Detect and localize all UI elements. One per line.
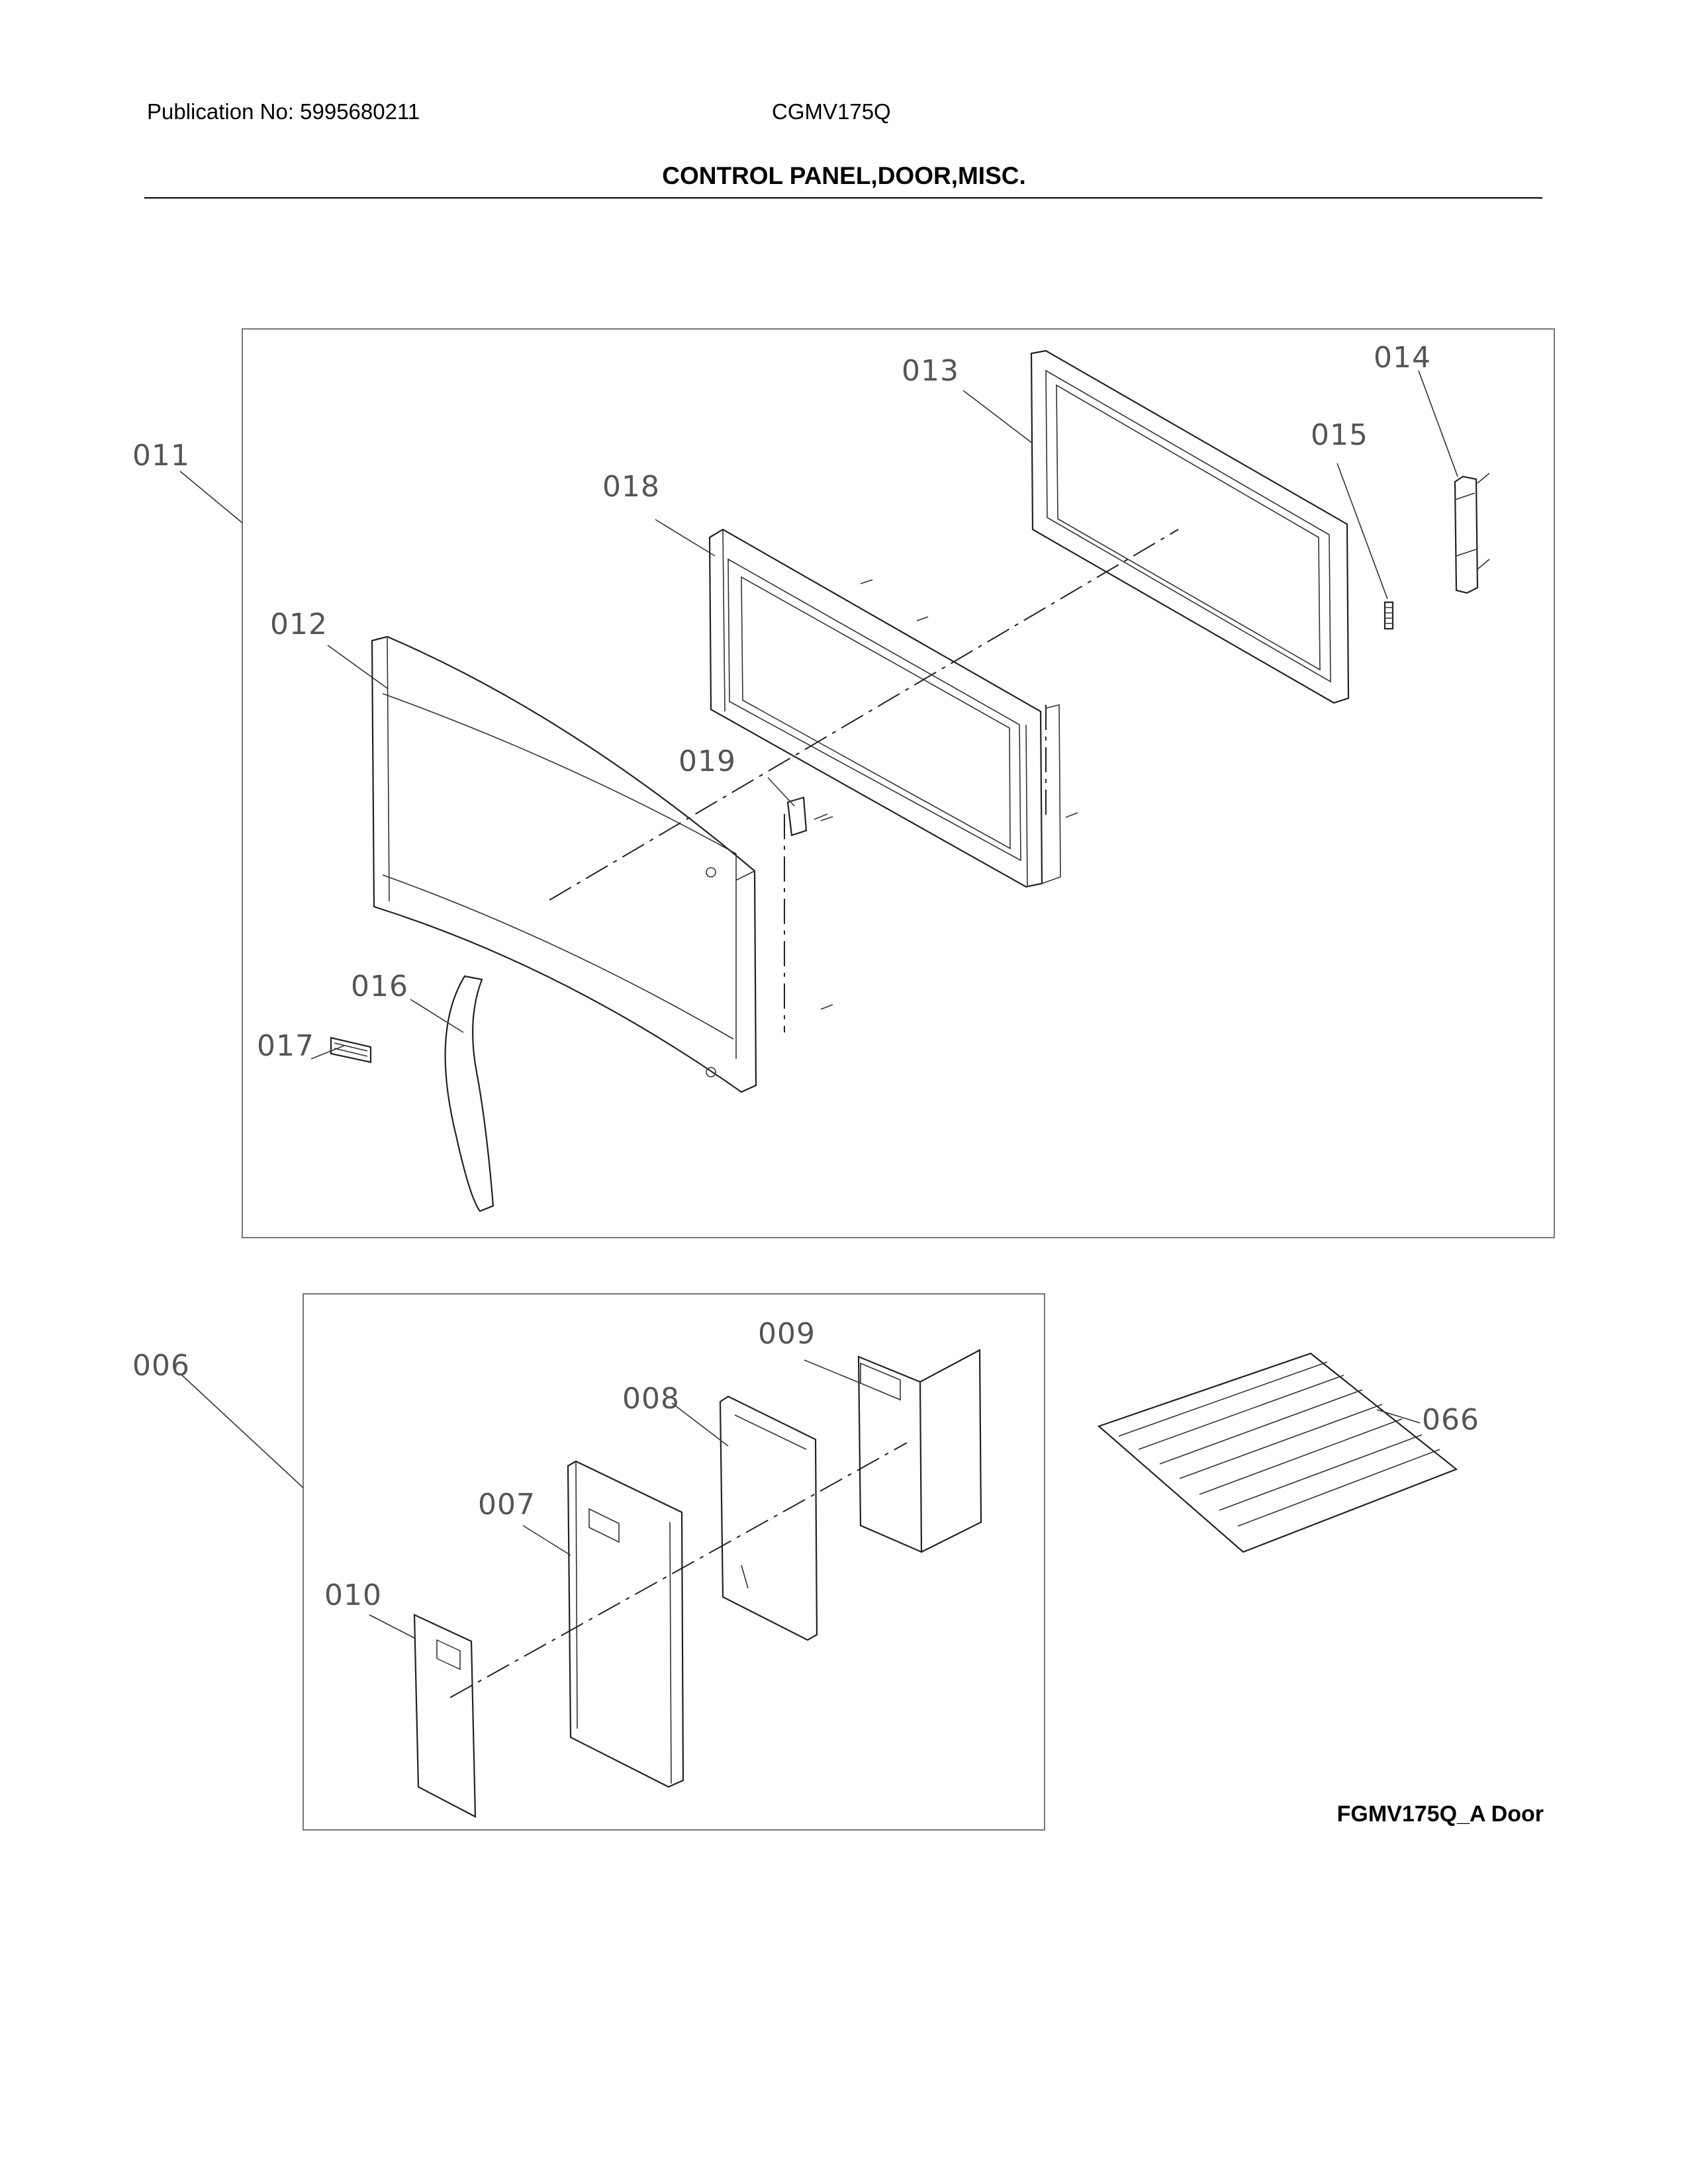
- callout-009: 009: [758, 1317, 816, 1351]
- control-assembly-lines: [449, 1442, 908, 1698]
- model-number: CGMV175Q: [772, 99, 891, 124]
- callout-007: 007: [478, 1488, 536, 1522]
- hinge-part: [1454, 473, 1490, 594]
- control-section-frame: [303, 1293, 1045, 1831]
- callout-018: 018: [602, 470, 660, 504]
- door-choke-frame: [1030, 349, 1350, 704]
- door-section-frame: [242, 328, 1555, 1238]
- badge-part: [330, 1036, 372, 1064]
- control-frame-part: [567, 1460, 684, 1788]
- callout-014: 014: [1374, 341, 1431, 375]
- diagram-caption: FGMV175Q_A Door: [1336, 1801, 1544, 1827]
- title-rule: [144, 197, 1542, 199]
- control-bracket: [719, 1395, 818, 1641]
- inner-door-panel: [708, 528, 1061, 888]
- callout-017: 017: [257, 1029, 314, 1063]
- door-assembly-lines: [549, 529, 1179, 1032]
- door-handle: [444, 975, 494, 1212]
- callout-013: 013: [902, 354, 959, 388]
- callout-011: 011: [132, 439, 190, 473]
- callout-019: 019: [679, 745, 736, 778]
- door-screws: [820, 579, 1078, 1010]
- page-title: CONTROL PANEL,DOOR,MISC.: [662, 162, 1026, 189]
- callout-066: 066: [1422, 1403, 1479, 1437]
- callout-006: 006: [132, 1349, 190, 1383]
- callout-008: 008: [622, 1382, 680, 1416]
- callout-015: 015: [1311, 418, 1368, 452]
- oven-rack: [1097, 1352, 1458, 1553]
- publication-number: Publication No: 5995680211: [147, 99, 420, 124]
- callout-012: 012: [270, 608, 328, 641]
- callout-016: 016: [351, 970, 408, 1003]
- callout-010: 010: [324, 1578, 382, 1612]
- callout-leaders: [179, 370, 1458, 1639]
- control-board: [857, 1349, 982, 1553]
- door-front-panel: [371, 635, 757, 1093]
- spring-part: [1383, 601, 1394, 630]
- control-membrane: [413, 1614, 477, 1818]
- latch-part: [786, 796, 828, 837]
